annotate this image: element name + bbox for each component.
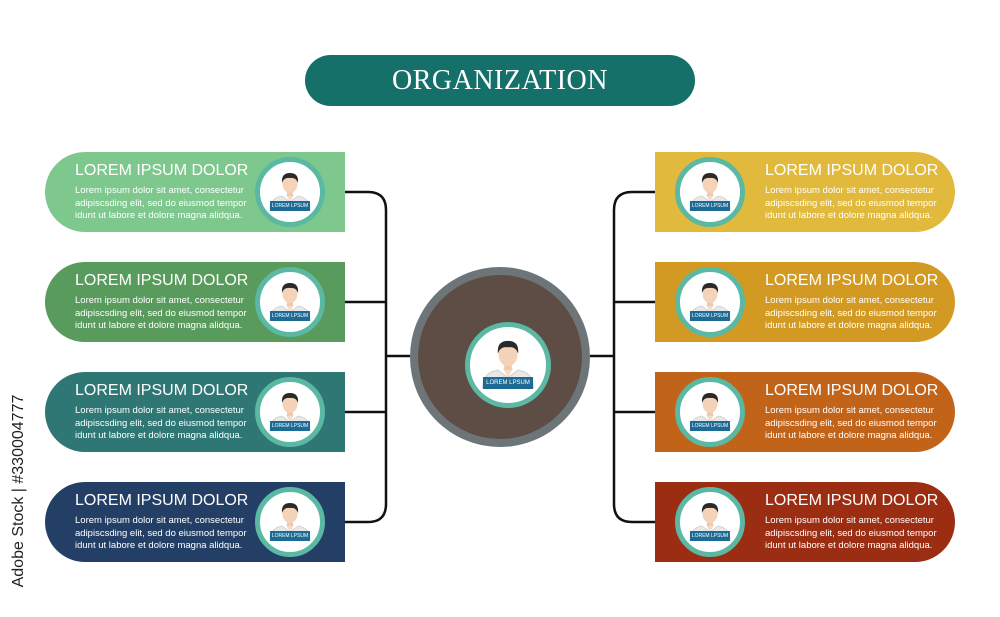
name-tag: LOREM LPSUM — [690, 421, 730, 431]
card-heading: LOREM IPSUM DOLOR — [765, 162, 939, 179]
card-description: Lorem ipsum dolor sit amet, consectetur … — [765, 405, 937, 441]
avatar: LOREM LPSUM — [255, 487, 325, 557]
card-heading: LOREM IPSUM DOLOR — [765, 272, 939, 289]
person-icon — [689, 393, 731, 431]
card-description: Lorem ipsum dolor sit amet, consectetur … — [75, 295, 247, 331]
card-heading: LOREM IPSUM DOLOR — [75, 272, 249, 289]
right-card-1: LOREM LPSUM LOREM IPSUM DOLOR Lorem ipsu… — [655, 152, 955, 232]
page-title: ORGANIZATION — [392, 64, 608, 96]
card-description: Lorem ipsum dolor sit amet, consectetur … — [765, 515, 937, 551]
title-banner: ORGANIZATION — [305, 55, 695, 106]
name-tag: LOREM LPSUM — [690, 531, 730, 541]
center-hub-inner: LOREM LPSUM — [418, 275, 582, 439]
left-card-2: LOREM IPSUM DOLOR Lorem ipsum dolor sit … — [45, 262, 345, 342]
card-heading: LOREM IPSUM DOLOR — [75, 162, 249, 179]
center-avatar: LOREM LPSUM — [465, 322, 551, 408]
right-card-3: LOREM LPSUM LOREM IPSUM DOLOR Lorem ipsu… — [655, 372, 955, 452]
card-description: Lorem ipsum dolor sit amet, consectetur … — [765, 295, 937, 331]
person-icon — [269, 503, 311, 541]
card-description: Lorem ipsum dolor sit amet, consectetur … — [765, 185, 937, 221]
card-heading: LOREM IPSUM DOLOR — [75, 492, 249, 509]
center-name-tag: LOREM LPSUM — [483, 377, 533, 389]
left-connector-bracket — [345, 190, 388, 524]
avatar: LOREM LPSUM — [255, 377, 325, 447]
avatar: LOREM LPSUM — [675, 377, 745, 447]
avatar: LOREM LPSUM — [255, 157, 325, 227]
name-tag: LOREM LPSUM — [270, 311, 310, 321]
right-card-4: LOREM LPSUM LOREM IPSUM DOLOR Lorem ipsu… — [655, 482, 955, 562]
person-icon — [482, 340, 534, 389]
person-icon — [269, 173, 311, 211]
left-card-4: LOREM IPSUM DOLOR Lorem ipsum dolor sit … — [45, 482, 345, 562]
person-icon — [689, 283, 731, 321]
person-icon — [689, 173, 731, 211]
name-tag: LOREM LPSUM — [270, 531, 310, 541]
right-card-2: LOREM LPSUM LOREM IPSUM DOLOR Lorem ipsu… — [655, 262, 955, 342]
avatar: LOREM LPSUM — [675, 267, 745, 337]
card-description: Lorem ipsum dolor sit amet, consectetur … — [75, 515, 247, 551]
name-tag: LOREM LPSUM — [690, 311, 730, 321]
center-hub: LOREM LPSUM — [410, 267, 590, 447]
name-tag: LOREM LPSUM — [270, 421, 310, 431]
card-heading: LOREM IPSUM DOLOR — [75, 382, 249, 399]
avatar: LOREM LPSUM — [255, 267, 325, 337]
person-icon — [269, 393, 311, 431]
left-card-1: LOREM IPSUM DOLOR Lorem ipsum dolor sit … — [45, 152, 345, 232]
card-description: Lorem ipsum dolor sit amet, consectetur … — [75, 405, 247, 441]
name-tag: LOREM LPSUM — [270, 201, 310, 211]
person-icon — [269, 283, 311, 321]
card-heading: LOREM IPSUM DOLOR — [765, 492, 939, 509]
avatar: LOREM LPSUM — [675, 157, 745, 227]
watermark-text: Adobe Stock | #330004777 — [10, 394, 27, 588]
card-heading: LOREM IPSUM DOLOR — [765, 382, 939, 399]
right-connector-bracket — [612, 190, 655, 524]
name-tag: LOREM LPSUM — [690, 201, 730, 211]
left-card-3: LOREM IPSUM DOLOR Lorem ipsum dolor sit … — [45, 372, 345, 452]
person-icon — [689, 503, 731, 541]
avatar: LOREM LPSUM — [675, 487, 745, 557]
watermark: Adobe Stock | #330004777 — [8, 380, 30, 602]
card-description: Lorem ipsum dolor sit amet, consectetur … — [75, 185, 247, 221]
